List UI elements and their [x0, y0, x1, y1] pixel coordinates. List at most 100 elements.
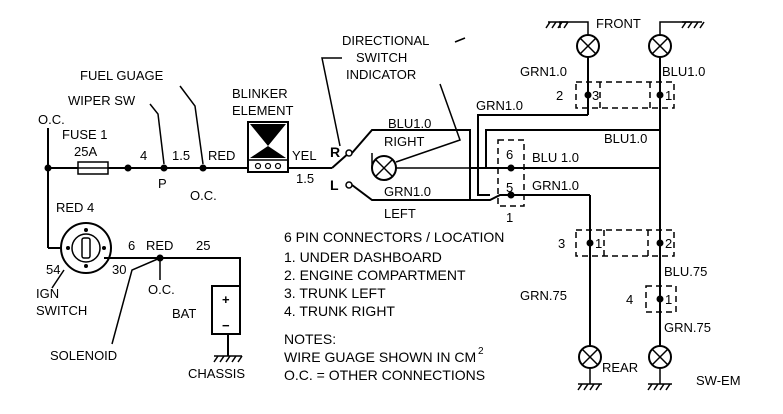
battery-plus: +: [222, 292, 230, 307]
fuse-label: FUSE 1: [62, 127, 108, 142]
terminal-p-label: P: [158, 176, 167, 191]
rear-left-lamp-icon: [578, 345, 602, 369]
front-left-pin-dot: [584, 91, 592, 99]
ign-label-1: IGN: [36, 286, 59, 301]
rear-right-ground-icon: [647, 368, 672, 391]
wire-grn-1-0-pin5: GRN1.0: [532, 178, 579, 193]
front-left-lamp-icon: [576, 34, 600, 58]
legend-item: 1. UNDER DASHBOARD: [284, 249, 442, 265]
rear-left-ground-icon: [577, 368, 602, 391]
pin-5-dot: [507, 191, 515, 199]
legend-item: 4. TRUNK RIGHT: [284, 303, 395, 319]
front-conn-2-label: 2: [556, 88, 563, 103]
wiper-sw-junction: [160, 164, 168, 172]
connector-1-frame: [497, 139, 525, 207]
wire-gauge-25: 25: [196, 238, 210, 253]
terminal-r-label: R: [330, 144, 340, 160]
blu-front-loop: [485, 129, 660, 169]
front-connector-frame: [575, 81, 675, 109]
rear-conn-4-label: 4: [626, 292, 633, 307]
switch-leader: [321, 57, 342, 147]
notes-title: NOTES:: [284, 331, 336, 347]
connector-1-label: 1: [506, 210, 513, 225]
left-label: LEFT: [384, 206, 416, 221]
wire-color-red: RED: [208, 148, 235, 163]
rear-connector-frame: [575, 229, 675, 257]
connector-legend: 6 PIN CONNECTORS / LOCATION 1. UNDER DAS…: [284, 229, 504, 319]
rear-right-lamp-icon: [648, 345, 672, 369]
connector-4-pin-dot: [656, 295, 664, 303]
ign-terminal-54: 54: [46, 262, 60, 277]
right-label: RIGHT: [384, 134, 425, 149]
wire-grn-1-0-l: GRN1.0: [384, 184, 431, 199]
indicator-lamp: [371, 153, 470, 181]
battery-icon: [211, 285, 241, 335]
directional-label-3: INDICATOR: [346, 67, 416, 82]
wiper-sw-label: WIPER SW: [68, 93, 136, 108]
ign-leader: [51, 269, 65, 289]
wire-blu-1-0-pin6: BLU 1.0: [532, 150, 579, 165]
battery-minus: −: [222, 318, 230, 333]
wire-gauge-6: 6: [128, 238, 135, 253]
rear-label: REAR: [602, 360, 638, 375]
front-pin-1-label: 1: [665, 88, 672, 103]
fuel-gauge-leader: [179, 85, 204, 165]
ign-label-2: SWITCH: [36, 303, 87, 318]
rear-pin-2-label: 2: [665, 236, 672, 251]
front-pin-3-label: 3: [592, 88, 599, 103]
wire-gauge-4: 4: [140, 148, 147, 163]
wire-grn-75: GRN.75: [520, 288, 567, 303]
wire-color-yel: YEL: [292, 148, 317, 163]
solenoid-leader: [111, 257, 161, 345]
notes-line-2: O.C. = OTHER CONNECTIONS: [284, 367, 485, 383]
directional-label-2: SWITCH: [356, 50, 407, 65]
wire-blu-1-0-r: BLU1.0: [388, 116, 431, 131]
left-turn-wire: [351, 184, 590, 201]
front-right-lamp-icon: [648, 34, 672, 58]
blinker-label-2: ELEMENT: [232, 103, 293, 118]
legend-item: 2. ENGINE COMPARTMENT: [284, 267, 466, 283]
chassis-label: CHASSIS: [188, 366, 245, 381]
chassis-ground-icon: [213, 355, 243, 363]
fuel-gauge-label: FUEL GUAGE: [80, 68, 164, 83]
ign-terminal-30: 30: [112, 262, 126, 277]
battery-label: BAT: [172, 306, 196, 321]
blinker-label-1: BLINKER: [232, 86, 288, 101]
notes-block: NOTES: WIRE GUAGE SHOWN IN CM 2 O.C. = O…: [284, 331, 485, 383]
terminal-l-label: L: [330, 177, 339, 193]
terminal-r: [345, 149, 353, 157]
indicator-leader: [395, 83, 461, 163]
legend-title: 6 PIN CONNECTORS / LOCATION: [284, 229, 504, 245]
wire-gauge-1-5: 1.5: [172, 148, 190, 163]
wire-grn-75-right: GRN.75: [664, 320, 711, 335]
directional-dash: [454, 37, 466, 43]
notes-line-1: WIRE GUAGE SHOWN IN CM: [284, 349, 476, 365]
directional-label-1: DIRECTIONAL: [342, 33, 429, 48]
notes-superscript: 2: [478, 346, 484, 357]
rear-pin-1-label: 1: [595, 236, 602, 251]
oc-bottom-label: O.C.: [148, 282, 175, 297]
junction-dot: [124, 164, 132, 172]
junction-dot: [44, 164, 52, 172]
rear-conn-3-label: 3: [558, 236, 565, 251]
ignition-switch-icon: [60, 222, 112, 274]
legend-item: 3. TRUNK LEFT: [284, 285, 386, 301]
battery-feed-wire: [104, 257, 241, 286]
wire-blu-1-0-mid: BLU1.0: [604, 131, 647, 146]
connector-4-pin-label: 1: [665, 292, 672, 307]
grn-front-loop: [477, 114, 588, 196]
front-right-ground-icon: [659, 21, 705, 36]
wiper-sw-leader: [149, 103, 165, 165]
wire-blu-1-0-front: BLU1.0: [662, 64, 705, 79]
front-label: FRONT: [596, 16, 641, 31]
solenoid-label: SOLENOID: [50, 348, 117, 363]
pin-6-label: 6: [506, 147, 513, 162]
wire-grn-1-0-mid: GRN1.0: [476, 98, 523, 113]
sw-em-label: SW-EM: [696, 373, 741, 388]
oc-top-label: O.C.: [38, 112, 65, 127]
right-turn-wire: [351, 129, 500, 169]
pin-5-label: 5: [506, 180, 513, 195]
wire-grn-1-0-front: GRN1.0: [520, 64, 567, 79]
fuel-gauge-junction: [199, 164, 207, 172]
